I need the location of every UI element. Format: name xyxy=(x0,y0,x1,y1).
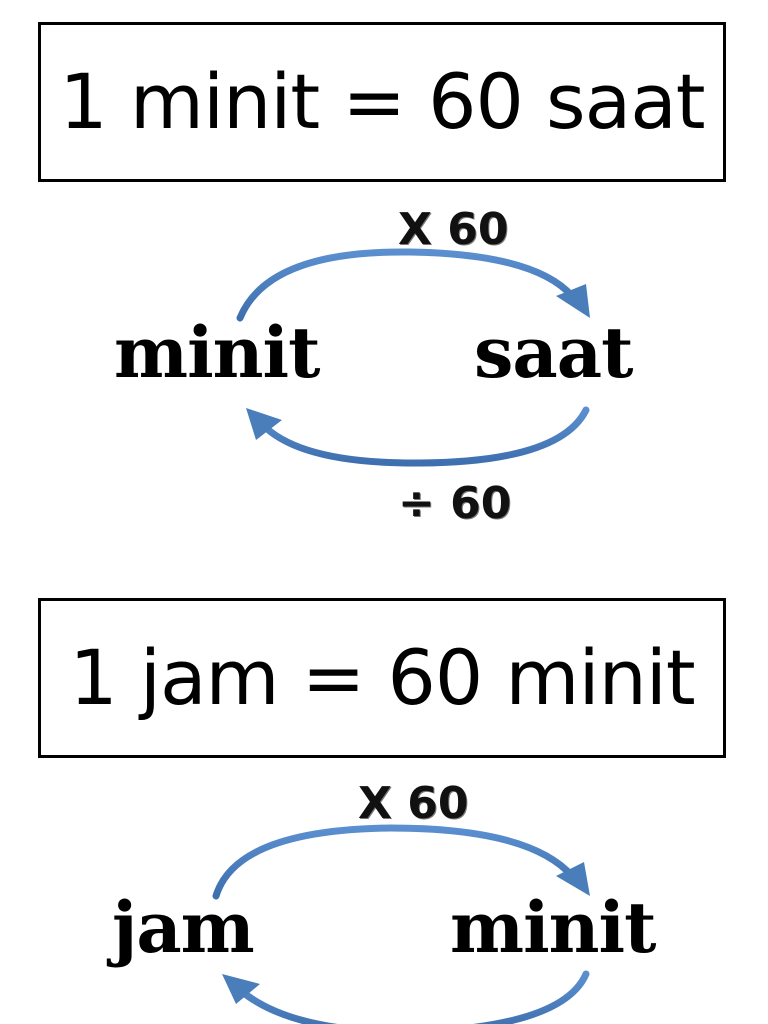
unit-label-saat: saat xyxy=(474,311,633,394)
equation-text: 1 jam = 60 minit xyxy=(69,633,695,722)
divide-label: ÷ 60 xyxy=(398,478,512,529)
arrow-right-icon xyxy=(212,824,590,900)
arrow-right-icon xyxy=(236,248,590,322)
arrow-left-icon xyxy=(222,970,590,1024)
equation-box-minit-saat: 1 minit = 60 saat xyxy=(38,22,726,182)
equation-box-jam-minit: 1 jam = 60 minit xyxy=(38,598,726,758)
multiply-label: X 60 xyxy=(358,778,469,829)
unit-label-minit: minit xyxy=(450,886,656,969)
unit-label-minit: minit xyxy=(114,311,320,394)
multiply-label: X 60 xyxy=(398,204,509,255)
equation-text: 1 minit = 60 saat xyxy=(59,57,705,146)
unit-label-jam: jam xyxy=(112,886,255,969)
arrow-left-icon xyxy=(246,406,590,467)
